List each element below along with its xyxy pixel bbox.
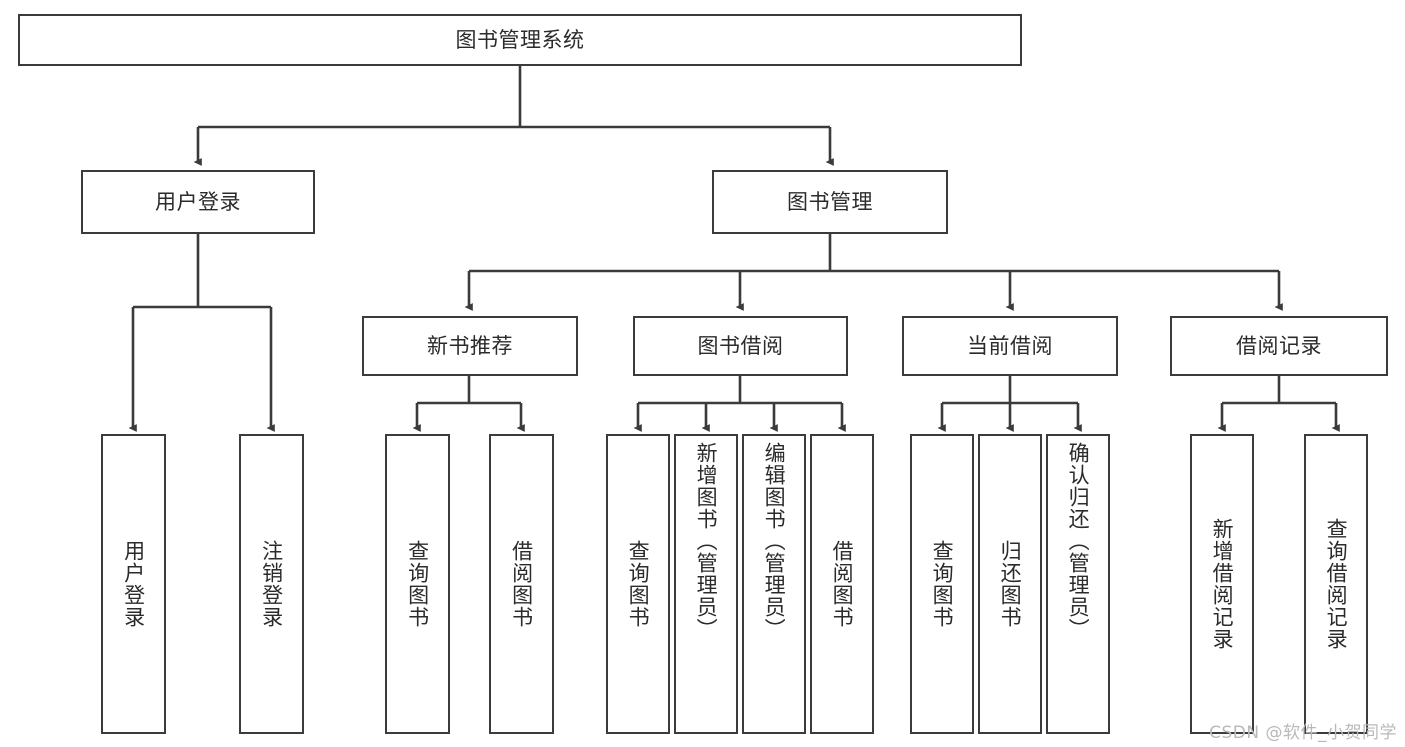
node-leaf-query-record-label: 查询借阅记录 bbox=[1324, 518, 1349, 650]
node-new-book-rec[interactable]: 新书推荐 bbox=[362, 316, 578, 376]
node-leaf-add-record-label: 新增借阅记录 bbox=[1210, 518, 1235, 650]
node-leaf-edit-book-label: 编辑图书（管理员） bbox=[762, 442, 787, 640]
node-leaf-query-book-1-label: 查询图书 bbox=[405, 540, 430, 628]
node-current-borrow-label: 当前借阅 bbox=[967, 333, 1053, 358]
node-leaf-logout-login-label: 注销登录 bbox=[259, 540, 284, 628]
node-leaf-confirm-return[interactable]: 确认归还（管理员） bbox=[1046, 434, 1110, 734]
node-borrow-record[interactable]: 借阅记录 bbox=[1170, 316, 1388, 376]
node-root-label: 图书管理系统 bbox=[455, 27, 585, 52]
node-leaf-edit-book[interactable]: 编辑图书（管理员） bbox=[742, 434, 806, 734]
node-leaf-borrow-book-1[interactable]: 借阅图书 bbox=[489, 434, 554, 734]
node-leaf-borrow-book-2[interactable]: 借阅图书 bbox=[810, 434, 874, 734]
node-borrow-record-label: 借阅记录 bbox=[1236, 333, 1322, 358]
node-leaf-query-book-2-label: 查询图书 bbox=[626, 540, 651, 628]
node-leaf-query-book-2[interactable]: 查询图书 bbox=[606, 434, 670, 734]
watermark-text: CSDN @软件_小贺同学 bbox=[1209, 723, 1397, 743]
node-leaf-query-book-3[interactable]: 查询图书 bbox=[910, 434, 974, 734]
node-current-borrow[interactable]: 当前借阅 bbox=[902, 316, 1118, 376]
node-leaf-borrow-book-1-label: 借阅图书 bbox=[509, 540, 534, 628]
node-leaf-borrow-book-2-label: 借阅图书 bbox=[830, 540, 855, 628]
node-leaf-return-book-label: 归还图书 bbox=[998, 540, 1023, 628]
node-user-login[interactable]: 用户登录 bbox=[81, 170, 315, 234]
node-leaf-logout-login[interactable]: 注销登录 bbox=[239, 434, 304, 734]
node-leaf-query-book-3-label: 查询图书 bbox=[930, 540, 955, 628]
node-leaf-query-record[interactable]: 查询借阅记录 bbox=[1304, 434, 1368, 734]
node-book-borrow-label: 图书借阅 bbox=[697, 333, 784, 358]
node-book-manage-label: 图书管理 bbox=[787, 189, 873, 214]
node-leaf-user-login[interactable]: 用户登录 bbox=[101, 434, 166, 734]
node-root[interactable]: 图书管理系统 bbox=[18, 14, 1022, 66]
node-leaf-return-book[interactable]: 归还图书 bbox=[978, 434, 1042, 734]
node-leaf-add-book[interactable]: 新增图书（管理员） bbox=[674, 434, 738, 734]
node-book-manage[interactable]: 图书管理 bbox=[712, 170, 948, 234]
node-leaf-add-record[interactable]: 新增借阅记录 bbox=[1190, 434, 1254, 734]
node-leaf-confirm-return-label: 确认归还（管理员） bbox=[1066, 442, 1091, 640]
node-new-book-rec-label: 新书推荐 bbox=[427, 333, 513, 358]
node-user-login-label: 用户登录 bbox=[155, 189, 241, 214]
node-leaf-add-book-label: 新增图书（管理员） bbox=[694, 442, 719, 640]
node-leaf-user-login-label: 用户登录 bbox=[121, 540, 146, 628]
node-leaf-query-book-1[interactable]: 查询图书 bbox=[385, 434, 450, 734]
node-book-borrow[interactable]: 图书借阅 bbox=[633, 316, 848, 376]
